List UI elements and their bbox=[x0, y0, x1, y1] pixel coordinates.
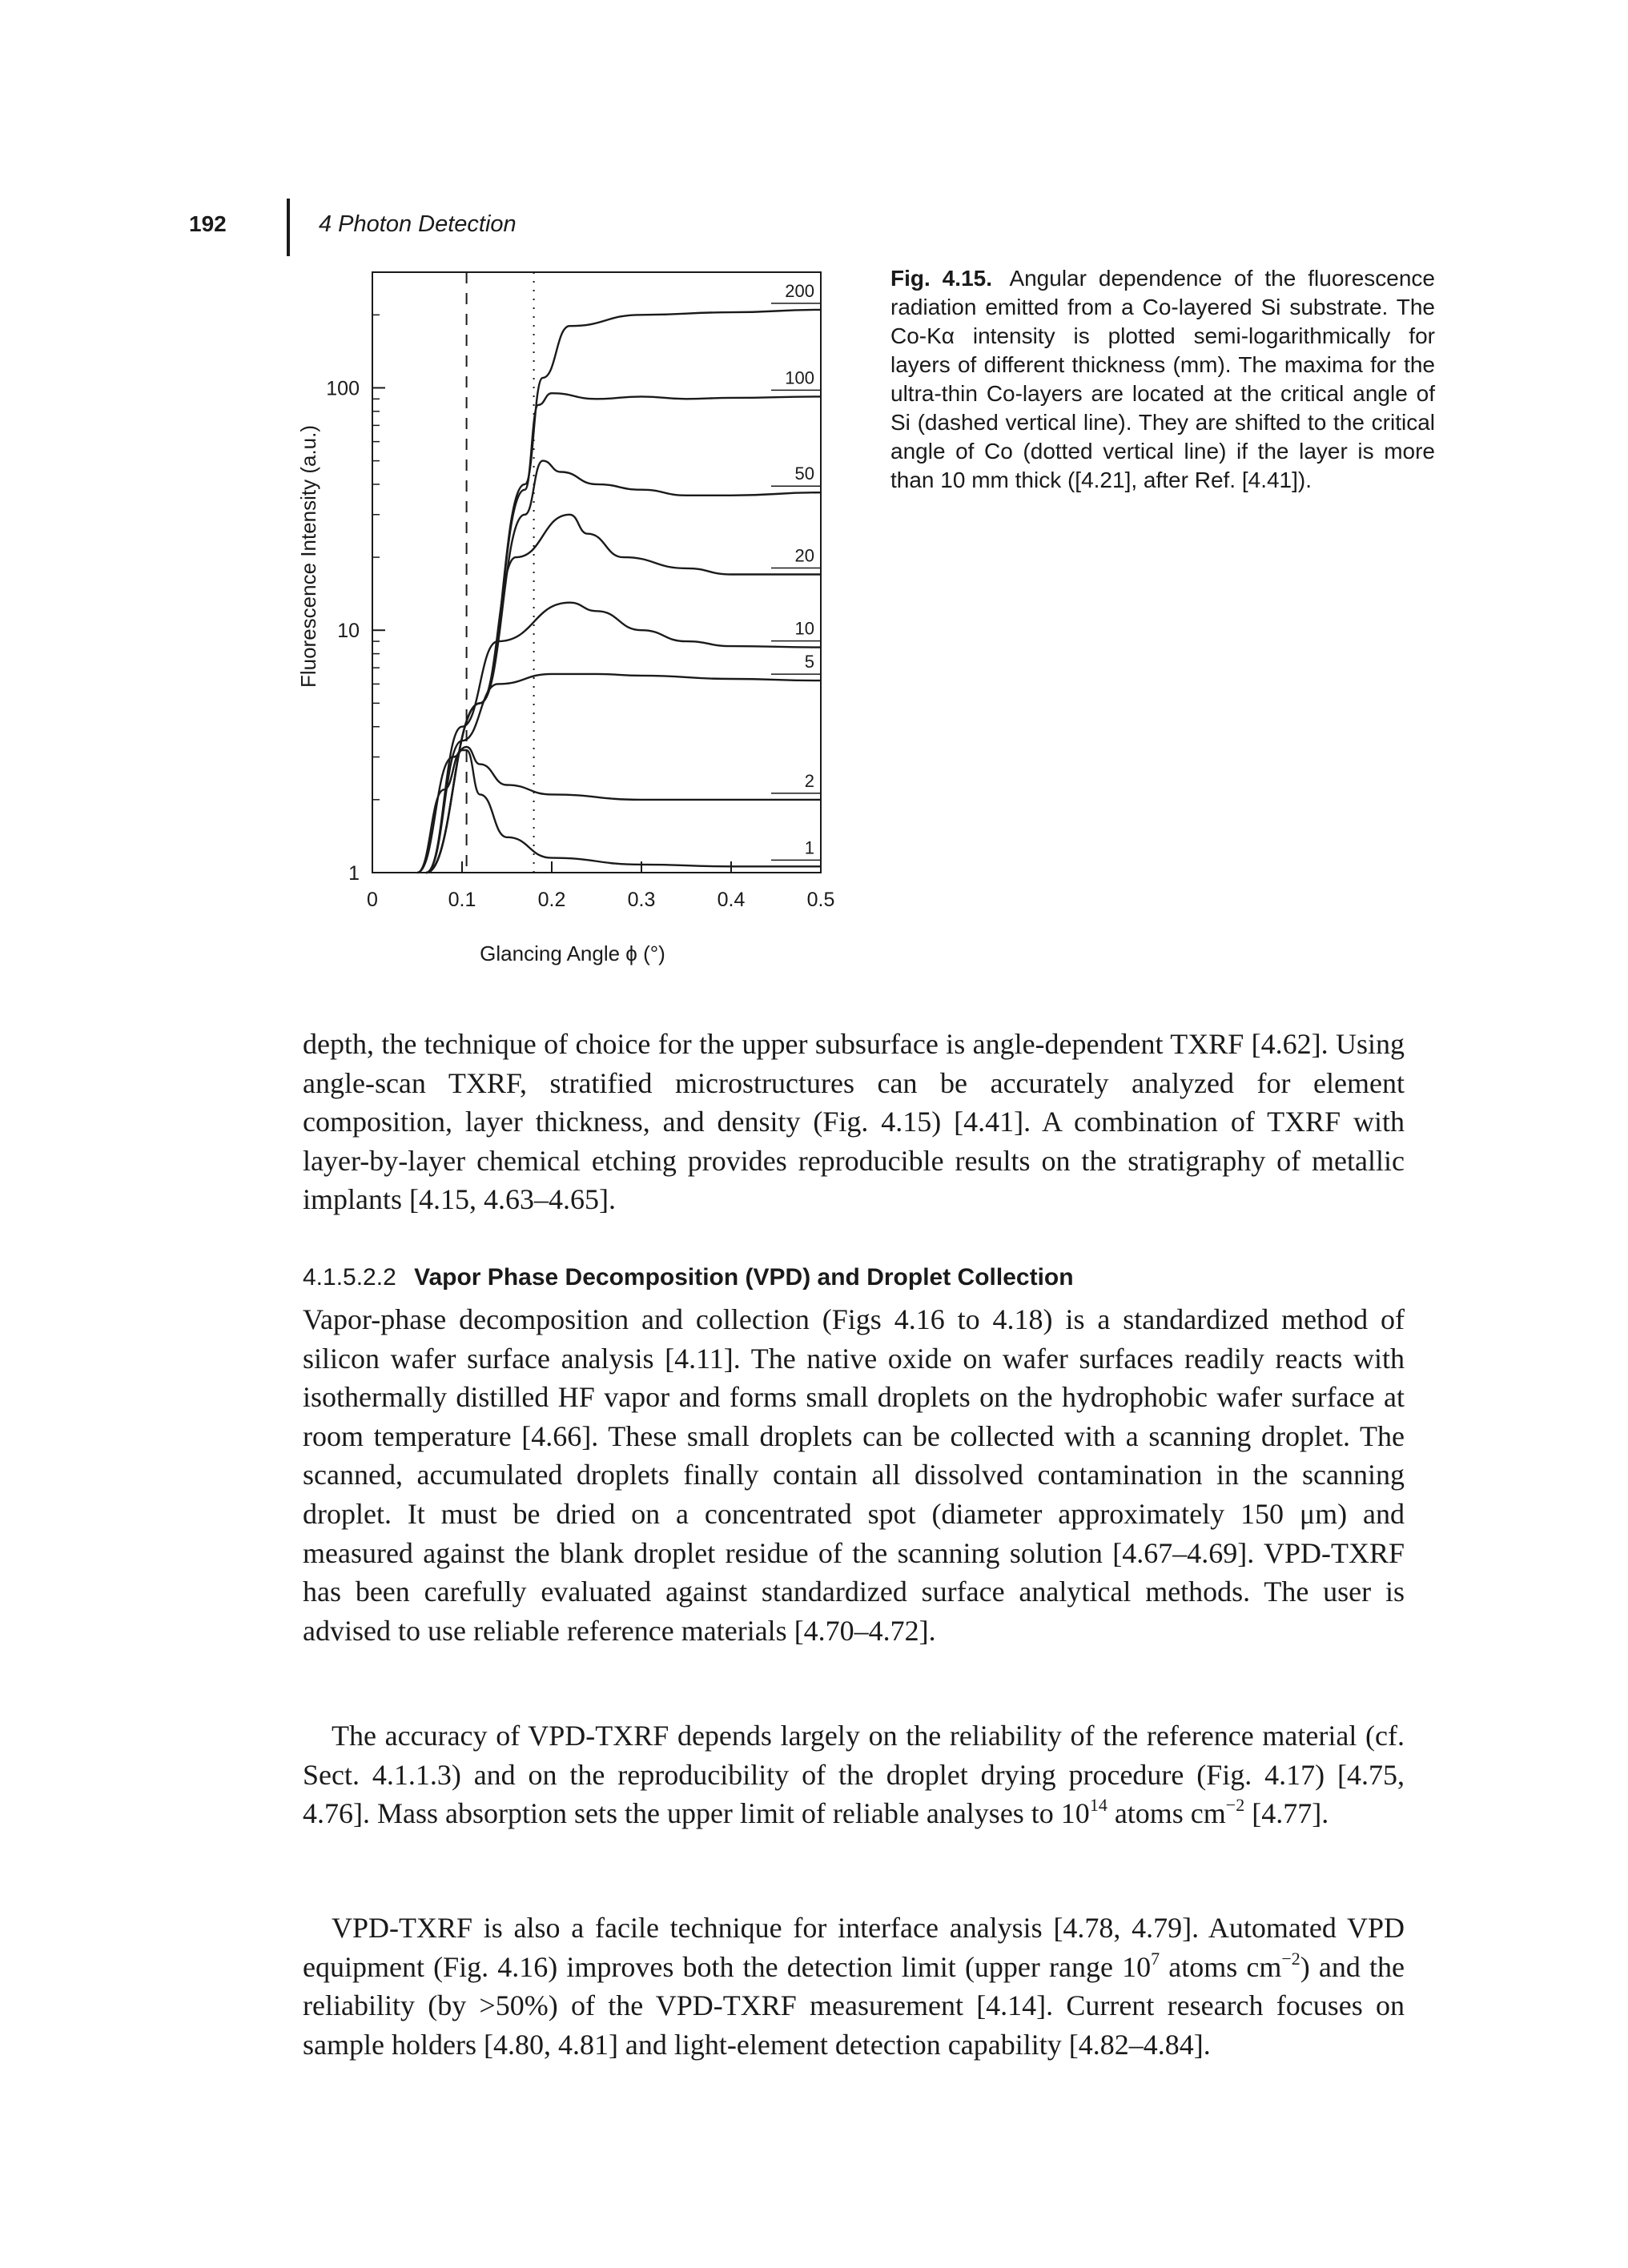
x-tick-label: 0.2 bbox=[538, 889, 566, 911]
section-heading: 4.1.5.2.2 Vapor Phase Decomposition (VPD… bbox=[303, 1262, 1405, 1294]
series-line-20 bbox=[425, 513, 821, 874]
y-tick-label: 10 bbox=[337, 620, 360, 642]
series-line-2 bbox=[416, 745, 821, 874]
x-tick-label: 0.1 bbox=[448, 889, 476, 911]
series-line-100 bbox=[425, 391, 822, 874]
x-tick-label: 0.3 bbox=[628, 889, 656, 911]
paragraph-4-part-b: atoms cm bbox=[1160, 1950, 1282, 1983]
paragraph-2: Vapor-phase decomposition and collection… bbox=[303, 1300, 1405, 1650]
figure-caption-text: Angular dependence of the fluorescence r… bbox=[890, 266, 1435, 492]
paragraph-3-text: The accuracy of VPD-TXRF depends largely… bbox=[303, 1716, 1405, 1833]
series-label-100: 100 bbox=[785, 367, 814, 387]
series-label-2: 2 bbox=[805, 771, 814, 791]
series-line-200 bbox=[425, 308, 822, 874]
series-line-50 bbox=[425, 460, 822, 874]
paragraph-3-exponent-a: 14 bbox=[1089, 1795, 1107, 1816]
series-line-1 bbox=[416, 749, 821, 874]
paragraph-4-exponent-b: −2 bbox=[1281, 1948, 1300, 1969]
paragraph-1: depth, the technique of choice for the u… bbox=[303, 1025, 1405, 1219]
paragraph-1-text: depth, the technique of choice for the u… bbox=[303, 1028, 1405, 1216]
paragraph-4-part-a: VPD-TXRF is also a facile technique for … bbox=[303, 1912, 1405, 1983]
series-line-10 bbox=[425, 601, 822, 874]
series-label-10: 10 bbox=[795, 619, 814, 639]
y-tick-label: 1 bbox=[348, 862, 360, 885]
x-tick-label: 0 bbox=[367, 889, 378, 911]
paragraph-3-exponent-b: −2 bbox=[1225, 1795, 1245, 1816]
series-label-1: 1 bbox=[805, 837, 814, 857]
y-axis-label: Fluorescence Intensity (a.u.) bbox=[296, 425, 320, 688]
x-tick-label: 0.5 bbox=[807, 889, 835, 911]
figure-caption: Fig. 4.15. Angular dependence of the flu… bbox=[890, 264, 1435, 495]
chapter-title: 4 Photon Detection bbox=[319, 211, 517, 237]
paragraph-3-part-b: atoms cm bbox=[1107, 1797, 1226, 1830]
figure-label: Fig. 4.15. bbox=[890, 266, 993, 291]
paragraph-4-text: VPD-TXRF is also a facile technique for … bbox=[303, 1909, 1405, 2064]
y-tick-label: 100 bbox=[326, 377, 360, 399]
paragraph-4: VPD-TXRF is also a facile technique for … bbox=[303, 1909, 1405, 2064]
section-number: 4.1.5.2.2 bbox=[303, 1264, 396, 1291]
series-label-20: 20 bbox=[795, 545, 814, 565]
x-axis-label: Glancing Angle ϕ (°) bbox=[480, 941, 665, 965]
paragraph-4-exponent-a: 7 bbox=[1151, 1948, 1160, 1969]
series-label-5: 5 bbox=[805, 652, 814, 672]
series-label-200: 200 bbox=[785, 281, 814, 301]
paragraph-3-part-a: The accuracy of VPD-TXRF depends largely… bbox=[303, 1720, 1405, 1830]
section-title: Vapor Phase Decomposition (VPD) and Drop… bbox=[414, 1264, 1074, 1291]
series-line-5 bbox=[425, 672, 822, 874]
paragraph-3-part-c: [4.77]. bbox=[1244, 1797, 1329, 1830]
paragraph-4-part-c: ) and the reliability (by >50%) of the V… bbox=[303, 1950, 1405, 2061]
header-rule bbox=[287, 199, 290, 256]
page-number: 192 bbox=[189, 211, 227, 236]
paragraph-2-text: Vapor-phase decomposition and collection… bbox=[303, 1303, 1405, 1647]
series-label-50: 50 bbox=[795, 464, 814, 484]
paragraph-3: The accuracy of VPD-TXRF depends largely… bbox=[303, 1716, 1405, 1833]
running-head: 192 4 Photon Detection bbox=[0, 199, 1628, 263]
x-tick-label: 0.4 bbox=[718, 889, 746, 911]
plot-frame bbox=[372, 271, 822, 873]
